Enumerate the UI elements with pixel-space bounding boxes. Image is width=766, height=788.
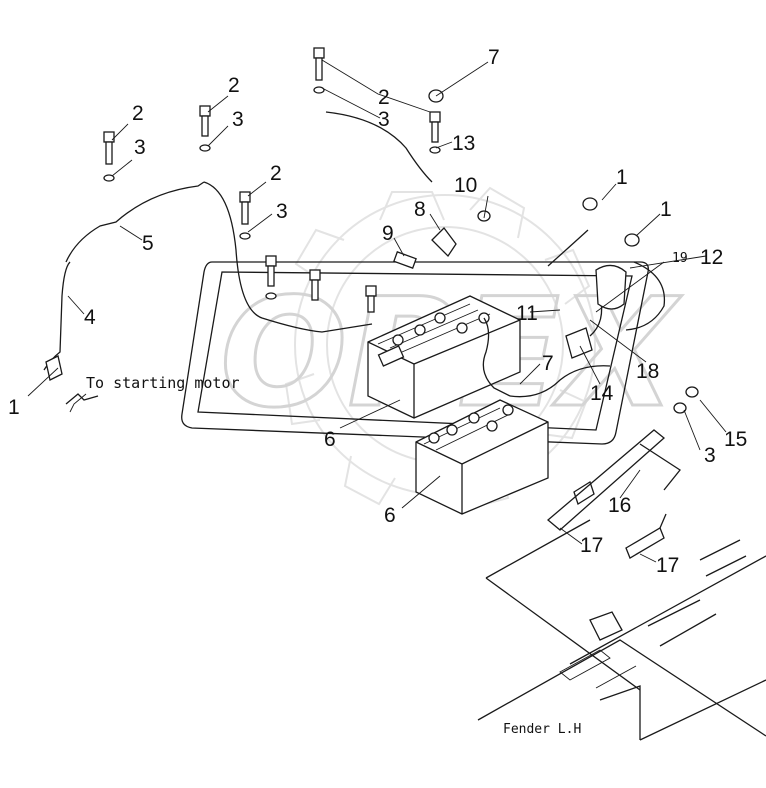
terminal-icon bbox=[45, 355, 63, 381]
callout-2: 2 bbox=[132, 102, 144, 125]
callout-14: 14 bbox=[590, 382, 614, 405]
washer-icon bbox=[685, 386, 699, 398]
callouts: 1 1 1 2 2 2 2 3 3 3 3 3 4 5 6 6 7 7 8 9 … bbox=[8, 46, 747, 577]
bracket-assembly bbox=[546, 429, 681, 559]
callout-9: 9 bbox=[382, 222, 394, 245]
bolt-icon bbox=[309, 269, 321, 301]
callout-1: 1 bbox=[8, 396, 20, 419]
callout-2: 2 bbox=[378, 86, 390, 109]
callout-3: 3 bbox=[276, 200, 288, 223]
callout-3: 3 bbox=[134, 136, 146, 159]
callout-1: 1 bbox=[616, 166, 628, 189]
callout-12: 12 bbox=[700, 246, 723, 269]
callout-5: 5 bbox=[142, 232, 154, 255]
washer-icon bbox=[673, 402, 687, 414]
note-starting-motor: To starting motor bbox=[86, 374, 240, 392]
bolt-icon bbox=[265, 255, 277, 300]
callout-18: 18 bbox=[636, 360, 659, 383]
leader-lines bbox=[27, 59, 727, 563]
callout-4: 4 bbox=[84, 306, 96, 329]
callout-3: 3 bbox=[378, 108, 390, 131]
callout-6: 6 bbox=[384, 504, 396, 527]
battery-upper bbox=[367, 295, 521, 419]
bolt-icon bbox=[239, 191, 251, 240]
callout-3: 3 bbox=[704, 444, 716, 467]
washer-icon bbox=[624, 233, 640, 247]
battery-tray-frame bbox=[181, 261, 649, 445]
bolt-icon bbox=[103, 131, 115, 182]
callout-15: 15 bbox=[724, 428, 747, 451]
callout-1: 1 bbox=[660, 198, 672, 221]
callout-13: 13 bbox=[452, 132, 475, 155]
bolt-icon bbox=[429, 111, 441, 154]
note-fender: Fender L.H bbox=[503, 722, 581, 737]
callout-3: 3 bbox=[232, 108, 244, 131]
callout-10: 10 bbox=[454, 174, 477, 197]
battery-lower bbox=[415, 399, 549, 515]
callout-11: 11 bbox=[516, 302, 538, 325]
callout-7: 7 bbox=[488, 46, 500, 69]
callout-17: 17 bbox=[580, 534, 603, 557]
callout-2: 2 bbox=[270, 162, 282, 185]
callout-16: 16 bbox=[608, 494, 631, 517]
callout-17: 17 bbox=[656, 554, 679, 577]
clamp-icon bbox=[431, 227, 457, 258]
bolts bbox=[45, 47, 699, 414]
bolt-icon bbox=[199, 105, 211, 152]
callout-7: 7 bbox=[542, 352, 554, 375]
fender-outline bbox=[477, 519, 766, 741]
bracket-icon bbox=[565, 327, 593, 359]
callout-19: 19 bbox=[672, 251, 688, 266]
bolt-icon bbox=[365, 285, 377, 313]
bolt-icon bbox=[393, 251, 417, 269]
callout-2: 2 bbox=[228, 74, 240, 97]
callout-6: 6 bbox=[324, 428, 336, 451]
washer-icon bbox=[582, 197, 598, 211]
bolt-icon bbox=[313, 47, 325, 94]
callout-8: 8 bbox=[414, 198, 426, 221]
battery-switch-icon bbox=[595, 264, 627, 310]
